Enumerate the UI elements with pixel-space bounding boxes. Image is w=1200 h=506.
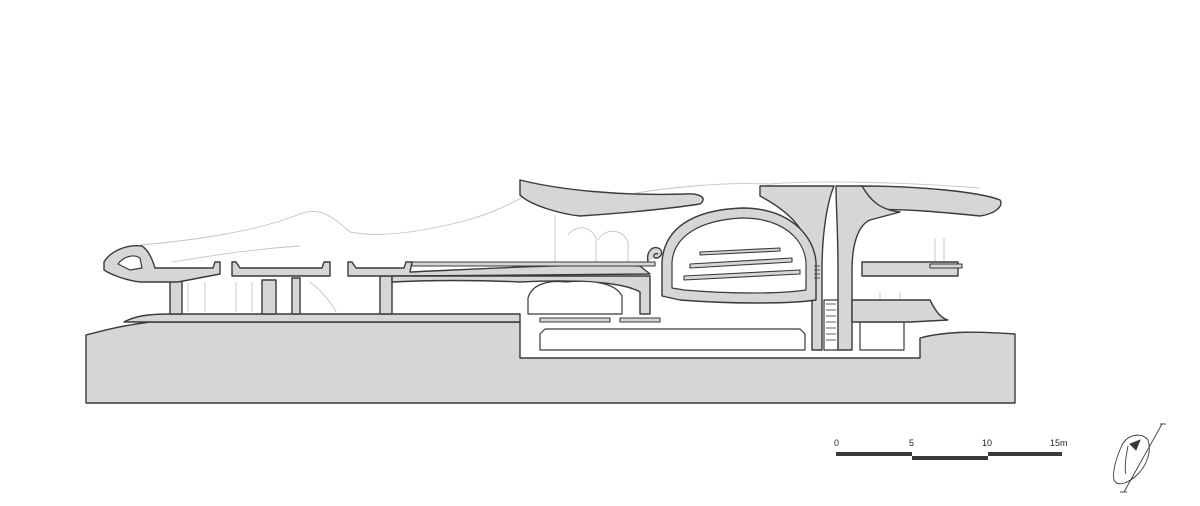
auditorium-seating bbox=[683, 247, 801, 281]
mid-building-body bbox=[391, 275, 651, 315]
scale-label-5: 5 bbox=[909, 438, 914, 448]
bridge-walkway bbox=[411, 261, 656, 267]
ramp bbox=[619, 317, 661, 323]
stair-treads bbox=[814, 265, 836, 341]
roof-shell-left bbox=[519, 179, 704, 217]
basement-room-small bbox=[859, 321, 905, 351]
upper-slab-left-notch bbox=[117, 255, 143, 271]
basement-room bbox=[539, 328, 806, 351]
balustrade-curl bbox=[646, 246, 663, 263]
scale-bar: 0 5 10 15m bbox=[834, 438, 1068, 460]
roof-shell-right bbox=[859, 185, 1002, 217]
scale-label-0: 0 bbox=[834, 438, 839, 448]
upper-slab-mid bbox=[231, 261, 331, 277]
scale-bar-segment bbox=[836, 452, 912, 456]
right-wing-lower-wall bbox=[851, 299, 949, 323]
right-wing-balcony bbox=[929, 263, 963, 269]
ground-mass bbox=[85, 321, 1016, 404]
scale-label-15m: 15m bbox=[1050, 438, 1068, 448]
cave-room bbox=[527, 280, 623, 315]
central-column bbox=[759, 185, 835, 351]
upper-slab-left bbox=[103, 245, 221, 283]
scale-label-10: 10 bbox=[982, 438, 992, 448]
scale-bar-segment bbox=[988, 452, 1062, 456]
site-key-plan-icon bbox=[1113, 423, 1166, 493]
ground-floor-walls bbox=[169, 274, 393, 315]
mezzanine bbox=[539, 317, 611, 323]
scale-bar-segment bbox=[912, 456, 988, 460]
lower-slab-left bbox=[123, 313, 521, 323]
stair-shaft bbox=[823, 299, 839, 351]
